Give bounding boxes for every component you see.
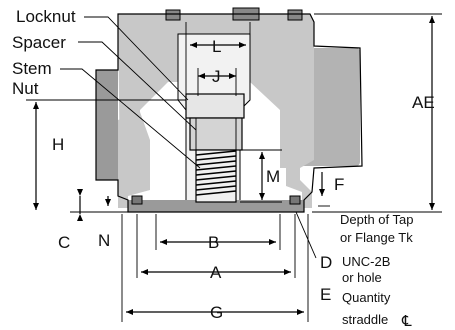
spacer <box>189 117 243 151</box>
labels: Locknut Spacer Stem Nut L J AE H M F Dep… <box>12 7 435 330</box>
label-M: M <box>266 167 280 186</box>
lower-body <box>118 112 312 208</box>
top-cover <box>118 14 314 180</box>
label-stem: Stem <box>12 59 52 78</box>
stud-right <box>289 195 301 205</box>
label-nut: Nut <box>12 79 39 98</box>
label-J: J <box>212 67 221 86</box>
label-H: H <box>52 135 64 154</box>
motor-block <box>300 48 360 166</box>
label-spacer: Spacer <box>12 33 66 52</box>
stem-nut-leader <box>60 68 201 169</box>
label-or-hole: or hole <box>342 270 382 285</box>
top-bolt-left <box>165 9 181 21</box>
stem-threads <box>195 150 237 196</box>
label-AE: AE <box>412 93 435 112</box>
housing-outline <box>95 13 363 213</box>
stud-left <box>131 195 143 205</box>
label-L: L <box>212 37 221 56</box>
arrowheads <box>33 16 435 315</box>
label-E: E <box>320 285 331 304</box>
spacer-leader <box>78 41 197 131</box>
label-D: D <box>320 253 332 272</box>
top-bolt-right <box>287 9 303 21</box>
label-depth-of-tap: Depth of Tap <box>340 212 413 227</box>
locknut <box>185 93 245 119</box>
label-A: A <box>210 263 222 282</box>
stem-assembly <box>185 93 245 203</box>
label-B: B <box>208 233 219 252</box>
dimension-lines <box>26 13 442 322</box>
left-flange <box>96 70 118 180</box>
label-locknut: Locknut <box>16 7 76 26</box>
label-C: C <box>58 233 70 252</box>
label-quantity: Quantity <box>342 290 391 305</box>
locknut-leader <box>84 16 189 101</box>
label-unc-2b: UNC-2B <box>342 254 390 269</box>
centerline-symbol: ℄ <box>401 313 412 330</box>
label-flange-thickness: or Flange Tk <box>340 230 413 245</box>
label-F: F <box>334 175 344 194</box>
label-straddle: straddle <box>342 312 388 327</box>
mounting-studs <box>131 195 301 205</box>
base-plate <box>128 200 304 212</box>
label-N: N <box>98 231 110 250</box>
label-G: G <box>210 303 223 322</box>
